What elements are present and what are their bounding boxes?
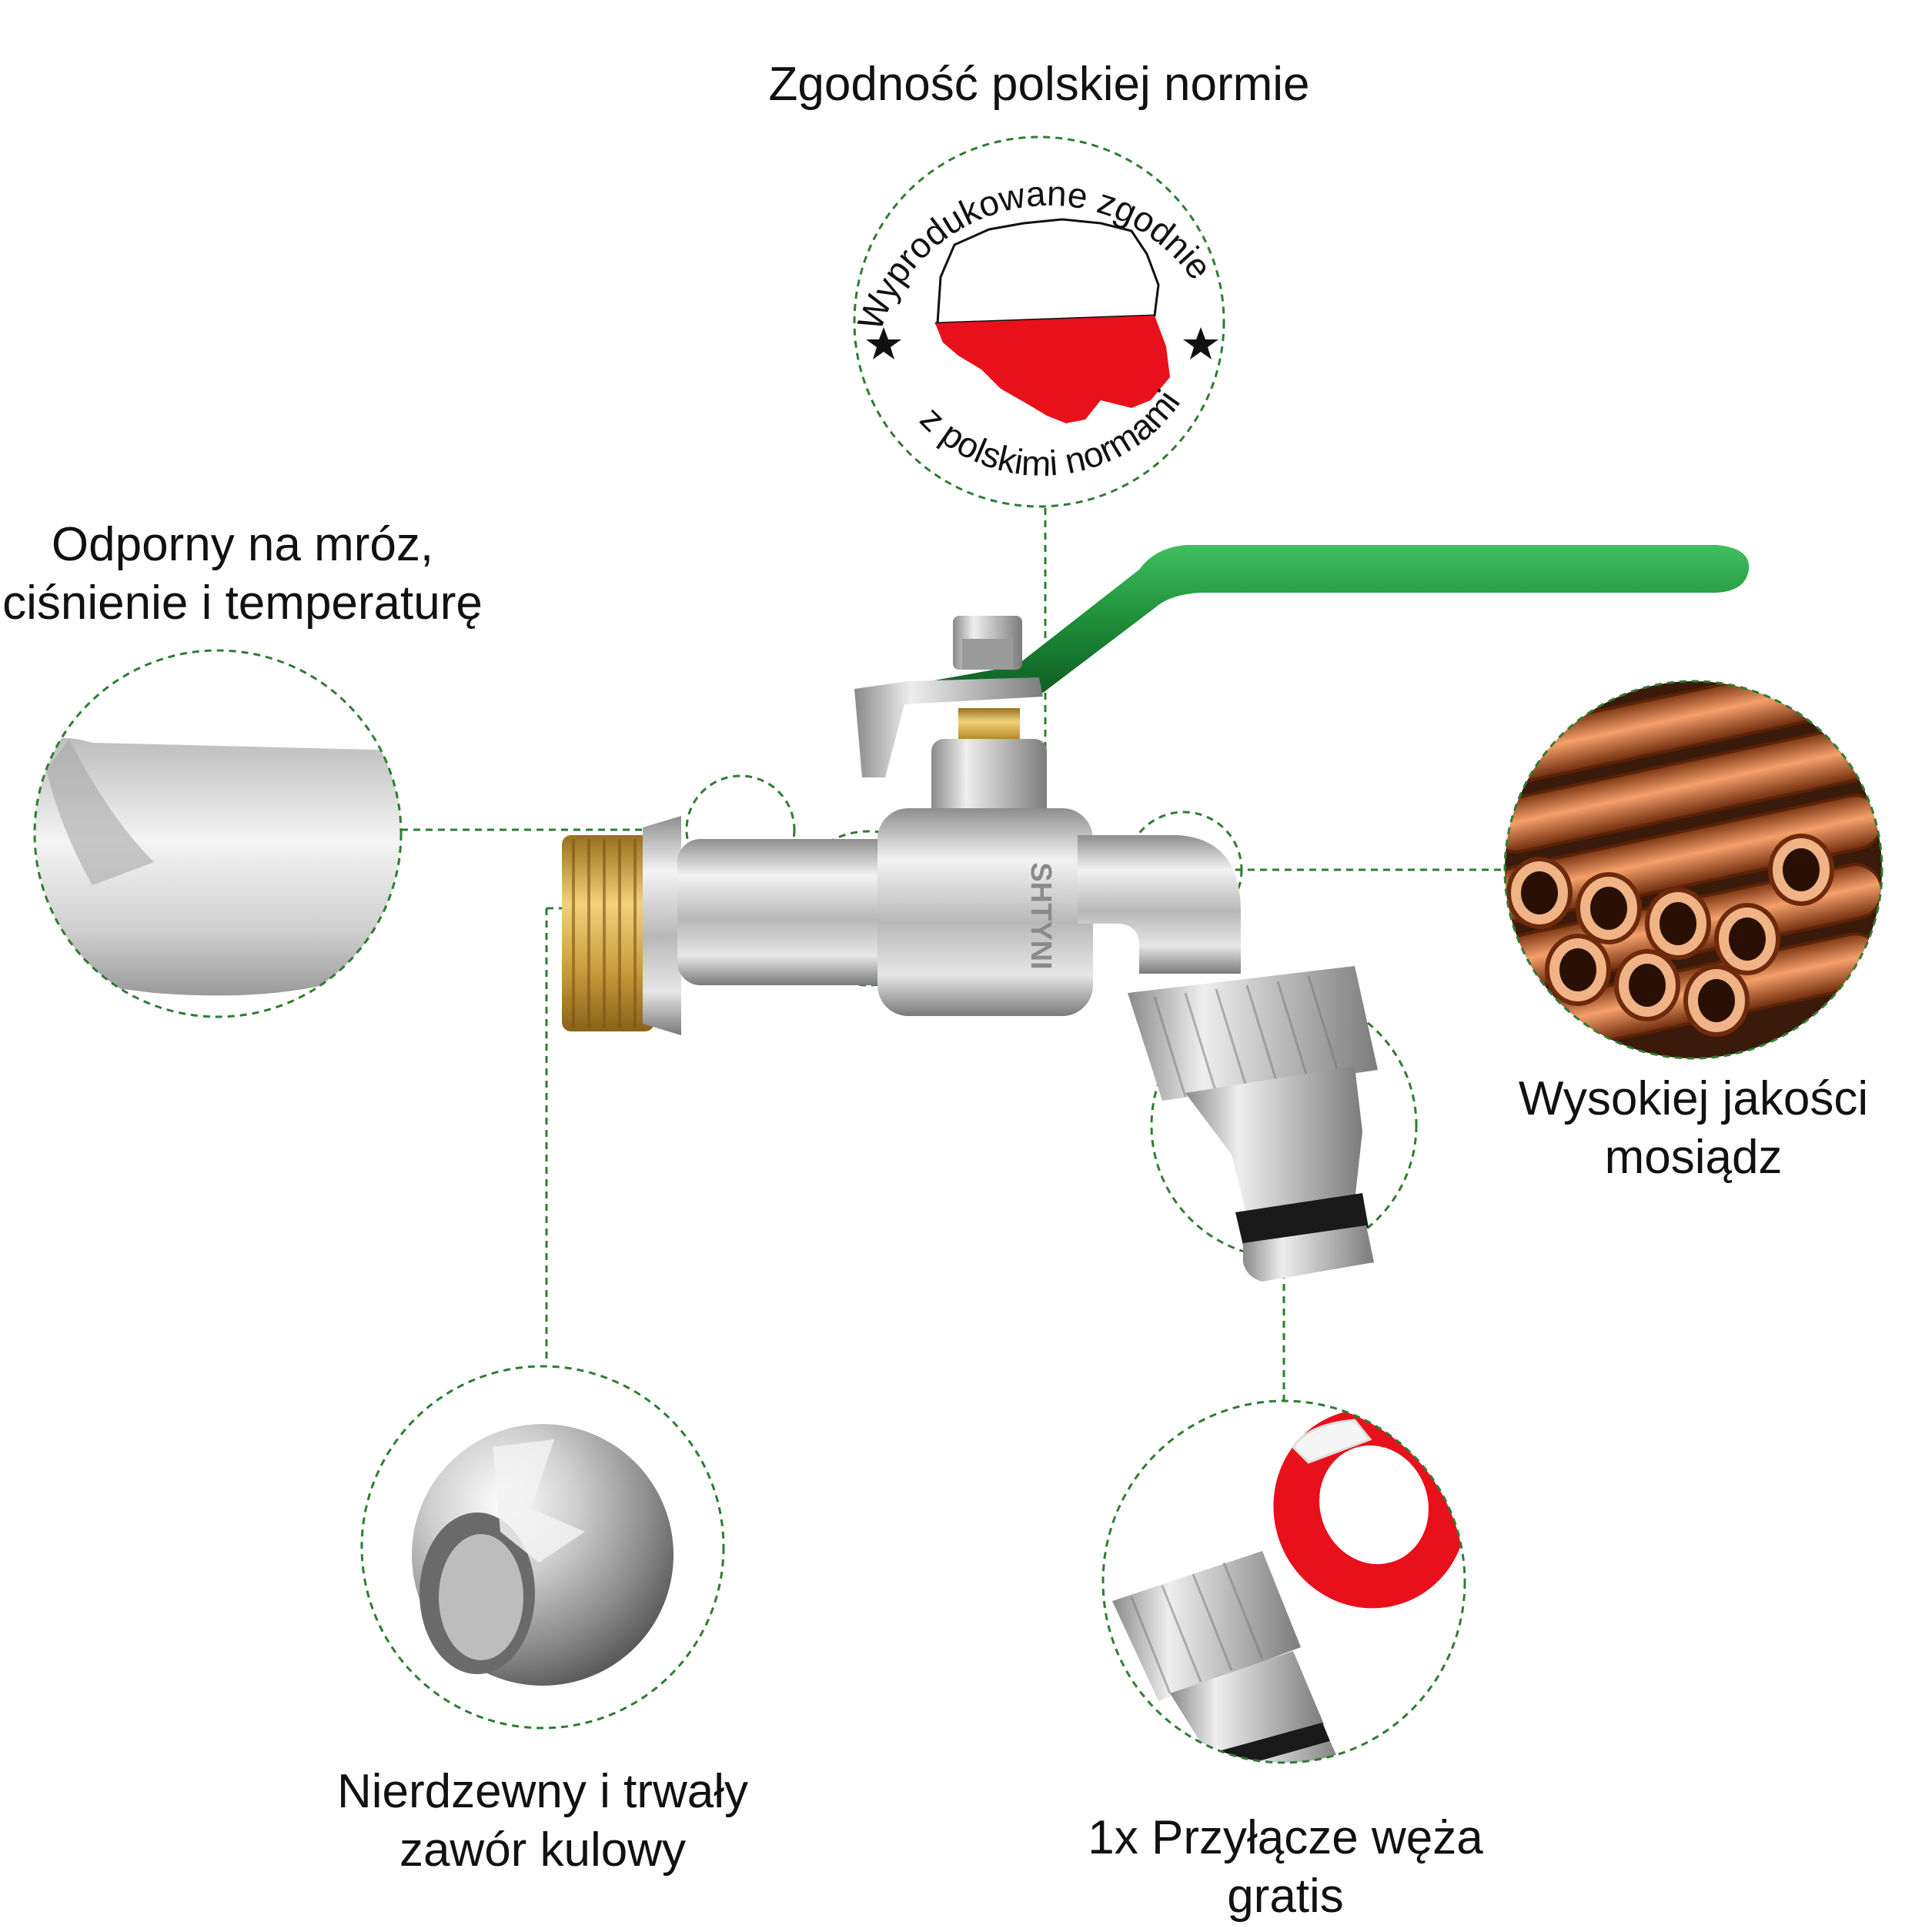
connector-caption-line1: 1x Przyłącze węża — [1088, 1811, 1483, 1864]
outlet-elbow — [1078, 835, 1241, 974]
ball-valve-caption-line2: zawór kulowy — [399, 1823, 687, 1877]
ball-valve-image — [360, 1365, 725, 1730]
stamp-heading: Zgodność polskiej normie — [739, 55, 1339, 114]
poland-map-icon — [934, 218, 1170, 423]
lever-metal — [854, 677, 1043, 777]
brass-caption-line2: mosiądz — [1604, 1131, 1783, 1184]
brass-copper-pipes-image — [1503, 680, 1884, 1060]
connector-caption: 1x Przyłącze węża gratis — [1031, 1809, 1539, 1926]
lever-handle — [908, 545, 1750, 693]
body-marking: SHTYNI — [1024, 862, 1057, 969]
hex-nut — [643, 816, 681, 1035]
brass-caption: Wysokiej jakości mosiądz — [1478, 1070, 1909, 1187]
brass-caption-line1: Wysokiej jakości — [1518, 1072, 1869, 1125]
garden-tap: SHTYNI — [562, 545, 1750, 1282]
ball-valve-caption-line1: Nierdzewny i trwały — [336, 1765, 749, 1818]
valve-body — [877, 808, 1093, 1016]
stamp-heading-text: Zgodność polskiej normie — [768, 58, 1310, 111]
connector-caption-line2: gratis — [1227, 1870, 1344, 1923]
frost-caption-line1: Odporny na mróz, — [51, 518, 434, 571]
hose-nipple — [1185, 1066, 1362, 1216]
frost-caption: Odporny na mróz, ciśnienie i temperaturę — [0, 516, 508, 633]
marker-connector — [1150, 991, 1418, 1259]
star-icon — [866, 327, 1218, 359]
hose-connector-gift-image — [1101, 1399, 1466, 1764]
frost-caption-line2: ciśnienie i temperaturę — [2, 577, 483, 630]
inlet-pipe — [677, 839, 924, 985]
frost-detail-image — [33, 649, 403, 1018]
brass-thread — [562, 835, 654, 1031]
marker-frost — [685, 774, 796, 885]
ball-valve-caption: Nierdzewny i trwały zawór kulowy — [300, 1763, 785, 1880]
poland-norm-stamp: Wyprodukowane zgodnie z polskimi normami — [850, 135, 1225, 508]
